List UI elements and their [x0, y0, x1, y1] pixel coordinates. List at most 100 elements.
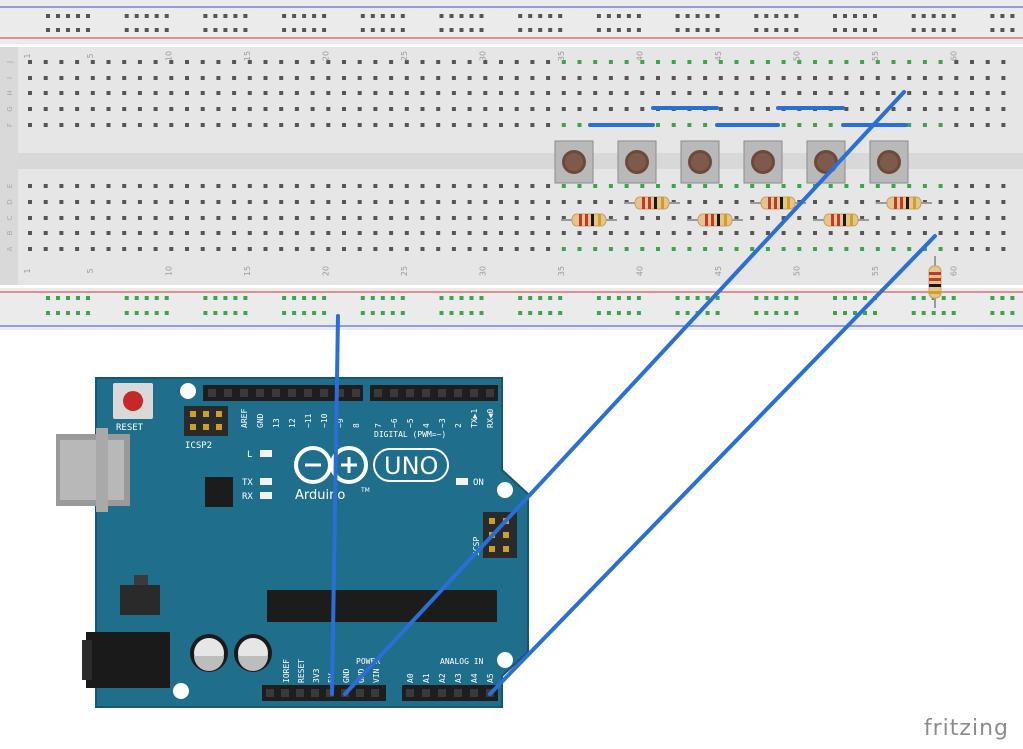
breadboard-hole	[294, 184, 299, 188]
breadboard-hole	[546, 231, 551, 235]
breadboard-hole	[59, 216, 64, 220]
breadboard-hole	[342, 107, 346, 111]
rail-hole	[626, 14, 631, 18]
rail-hole	[233, 28, 238, 32]
breadboard-hole	[970, 60, 974, 64]
rail-hole	[390, 28, 395, 32]
breadboard-hole	[232, 123, 237, 127]
breadboard-hole	[326, 247, 331, 251]
breadboard-hole	[451, 91, 456, 95]
push-buttons	[554, 140, 909, 184]
breadboard-hole	[216, 91, 221, 95]
rail-hole	[302, 28, 307, 32]
header-pin	[406, 689, 414, 697]
breadboard-hole	[938, 107, 943, 111]
breadboard-hole	[185, 123, 189, 127]
rail-hole	[764, 296, 769, 300]
breadboard-hole	[640, 184, 645, 188]
rail-hole	[794, 14, 799, 18]
breadboard-hole	[561, 247, 566, 251]
breadboard-hole	[499, 184, 503, 188]
power-label: POWER	[356, 657, 380, 666]
breadboard-hole	[467, 216, 472, 220]
breadboard-hole	[530, 247, 535, 251]
breadboard-hole	[420, 184, 425, 188]
breadboard-hole	[922, 184, 927, 188]
breadboard-hole	[483, 107, 488, 111]
breadboard-hole	[357, 216, 362, 220]
breadboard-hole	[860, 60, 865, 64]
breadboard-hole	[624, 60, 629, 64]
breadboard-hole	[263, 231, 268, 235]
rail-hole	[282, 14, 287, 18]
breadboard-hole	[718, 76, 723, 80]
rail-hole	[322, 28, 327, 32]
header-pin	[352, 389, 360, 397]
breadboard-hole	[499, 123, 503, 127]
breadboard-hole	[797, 247, 802, 251]
breadboard-hole	[373, 60, 378, 64]
breadboard-hole	[1001, 123, 1006, 127]
breadboard-hole	[373, 184, 378, 188]
push-button	[869, 140, 909, 184]
breadboard-hole	[985, 216, 990, 220]
rail-hole	[66, 311, 70, 315]
breadboard-hole	[577, 247, 582, 251]
breadboard-hole	[687, 231, 692, 235]
breadboard-hole	[389, 216, 394, 220]
breadboard-hole	[122, 107, 127, 111]
breadboard-hole	[169, 91, 174, 95]
breadboard-hole	[373, 247, 378, 251]
breadboard-hole	[373, 123, 378, 127]
rail-hole	[86, 311, 90, 315]
breadboard-hole	[451, 107, 456, 111]
breadboard-hole	[844, 91, 849, 95]
breadboard-hole	[326, 231, 331, 235]
breadboard-hole	[954, 184, 959, 188]
breadboard-hole	[279, 60, 284, 64]
breadboard-hole	[483, 91, 488, 95]
breadboard-hole	[891, 247, 896, 251]
rail-hole	[439, 14, 444, 18]
rail-hole	[449, 14, 454, 18]
rail-hole	[400, 28, 405, 32]
breadboard-hole	[954, 123, 959, 127]
breadboard-hole	[59, 184, 64, 188]
breadboard-hole	[169, 123, 174, 127]
breadboard-hole	[294, 247, 299, 251]
breadboard-hole	[122, 60, 127, 64]
breadboard-hole	[907, 247, 912, 251]
pin-label: RX◀0	[486, 409, 495, 428]
rail-hole	[292, 28, 297, 32]
column-number: 25	[400, 266, 409, 276]
breadboard-hole	[43, 184, 48, 188]
breadboard-hole	[420, 107, 425, 111]
header-pin	[320, 389, 328, 397]
breadboard-hole	[703, 60, 708, 64]
rail-hole	[144, 311, 149, 315]
breadboard-hole	[922, 231, 927, 235]
header-pin	[281, 689, 289, 697]
breadboard-hole	[483, 123, 488, 127]
breadboard-hole	[750, 107, 755, 111]
push-button	[743, 140, 783, 184]
breadboard-hole	[122, 76, 127, 80]
breadboard-hole	[734, 91, 739, 95]
breadboard-hole	[970, 231, 974, 235]
resistor	[624, 196, 680, 210]
rail-hole	[124, 14, 129, 18]
breadboard-hole	[59, 123, 64, 127]
breadboard-hole	[279, 76, 284, 80]
breadboard-hole	[561, 231, 566, 235]
breadboard-hole	[232, 76, 237, 80]
breadboard-hole	[436, 184, 441, 188]
rail-hole	[76, 28, 80, 32]
rail-hole	[518, 311, 523, 315]
rail-hole	[479, 296, 484, 300]
breadboard-hole	[703, 91, 708, 95]
breadboard-hole	[200, 184, 205, 188]
breadboard-hole	[750, 91, 755, 95]
rail-hole	[754, 28, 759, 32]
breadboard-hole	[263, 107, 268, 111]
breadboard-hole	[389, 231, 394, 235]
